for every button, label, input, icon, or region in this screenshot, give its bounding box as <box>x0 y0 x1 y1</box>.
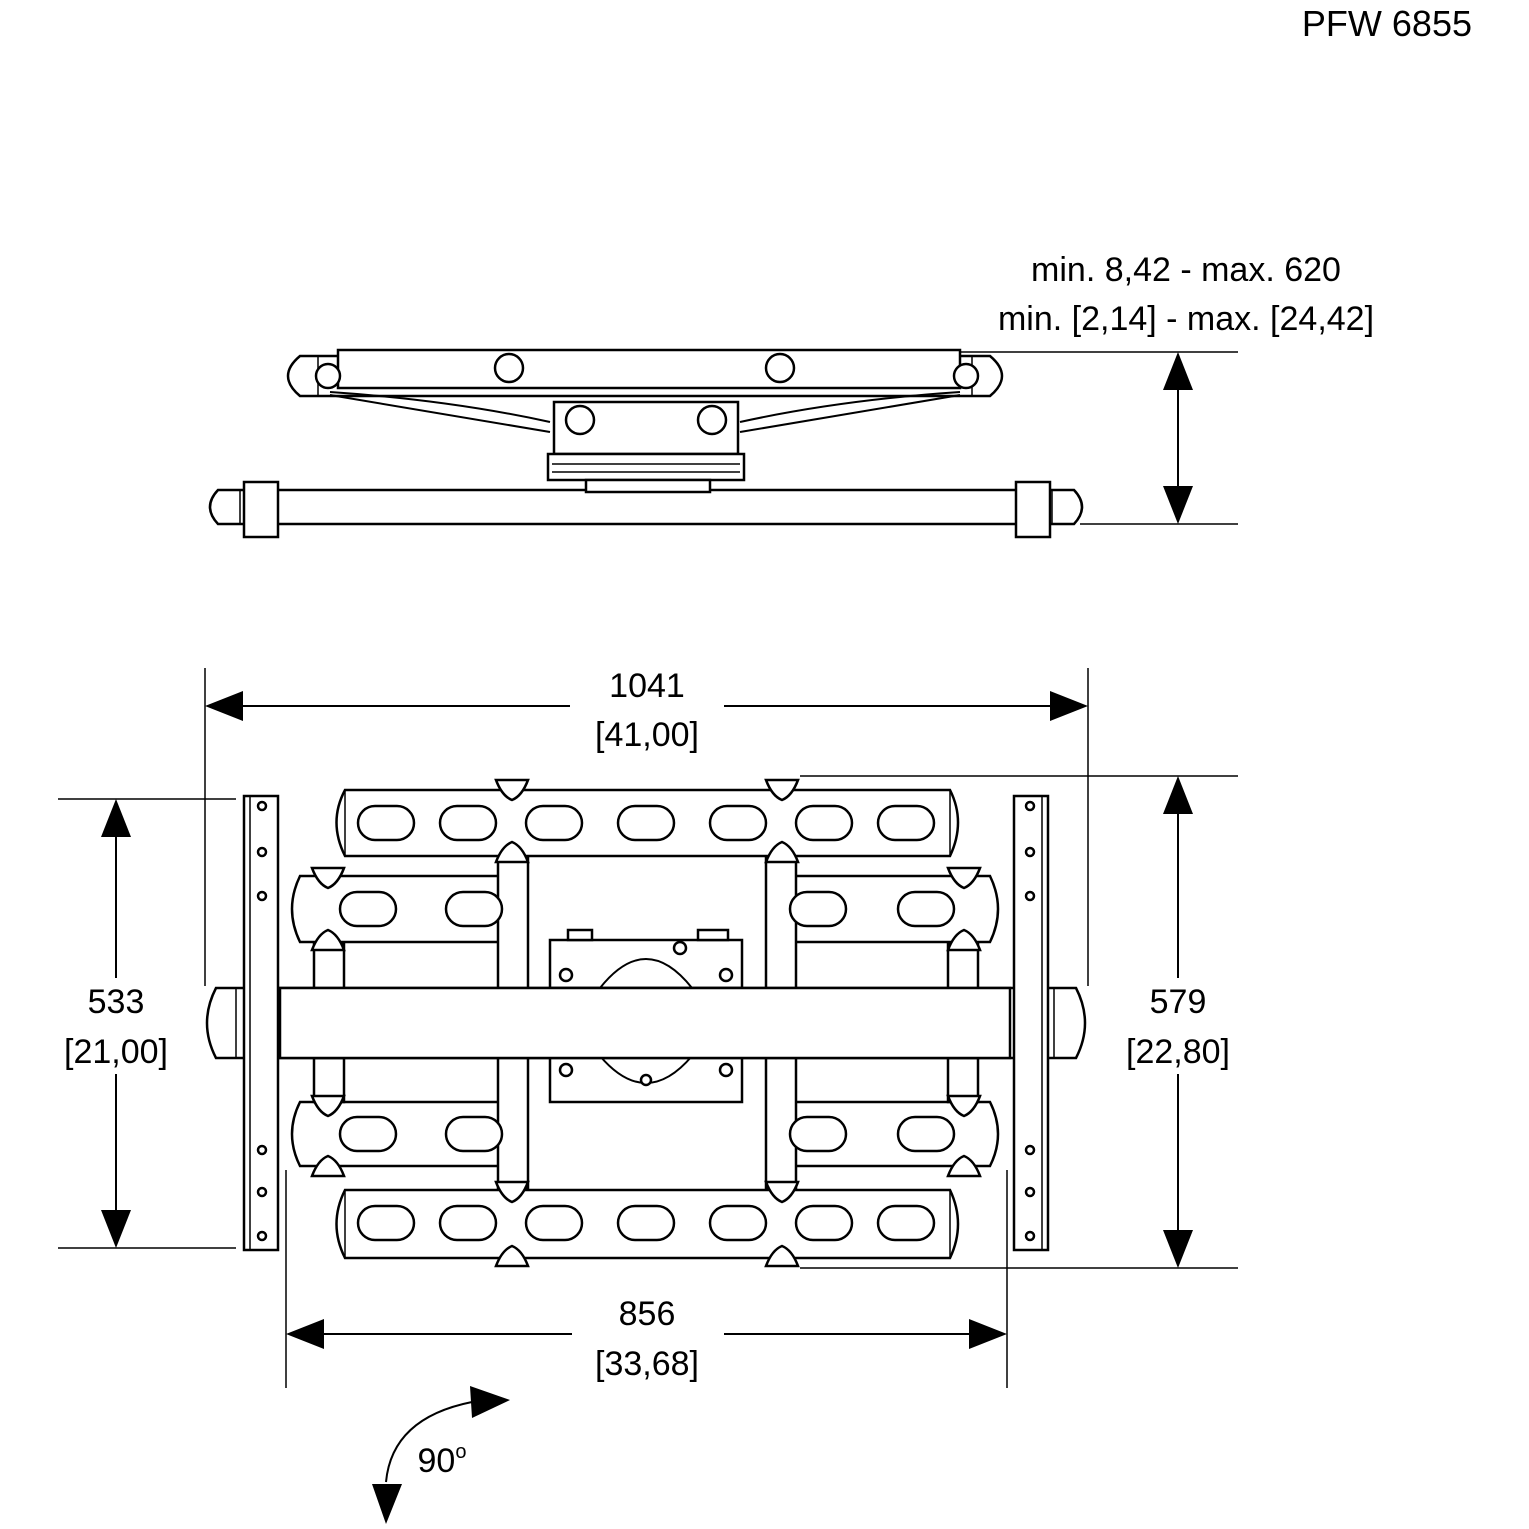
slot <box>876 1204 936 1242</box>
joint-cap <box>946 1154 982 1178</box>
rotation-unit: o <box>455 1441 466 1463</box>
joint-cap <box>764 778 800 802</box>
rail-width-inch: [33,68] <box>595 1345 699 1383</box>
joint-cap <box>764 840 800 864</box>
top-view-arm-bar <box>286 348 1004 494</box>
joint-cap <box>946 866 982 890</box>
slot <box>708 1204 768 1242</box>
rail-height-dimension <box>101 799 131 1248</box>
slot <box>438 1204 498 1242</box>
rotation-label: 90o <box>418 1441 467 1480</box>
slot <box>896 890 956 928</box>
rail-holes <box>256 800 1036 1242</box>
overall-height-inch: [22,80] <box>1126 1033 1230 1071</box>
depth-dimension <box>960 351 1238 525</box>
top-view: min. 8,42 - max. 620 min. [2,14] - max. … <box>208 251 1374 539</box>
joint-cap <box>494 1244 530 1268</box>
right-vertical-rail <box>1012 794 1050 1252</box>
joint-cap <box>764 1244 800 1268</box>
arm-joints <box>310 778 982 1268</box>
rail-hole <box>1024 1230 1036 1242</box>
depth-label-mm: min. 8,42 - max. 620 <box>1031 251 1341 289</box>
slot <box>788 1115 848 1153</box>
slot <box>338 890 398 928</box>
joint-cap <box>494 778 530 802</box>
joint-cap <box>310 866 346 890</box>
model-number: PFW 6855 <box>1302 3 1472 44</box>
joint-cap <box>494 840 530 864</box>
joint-cap <box>494 1180 530 1204</box>
extension-lines <box>58 668 1238 1388</box>
joint-cap <box>310 1154 346 1178</box>
rail-hole <box>1024 846 1036 858</box>
front-view: 1041 [41,00] 856 [33,68] 533 [21,00] 579 <box>58 667 1238 1524</box>
rail-height-inch: [21,00] <box>64 1033 168 1071</box>
slot <box>438 804 498 842</box>
slot <box>524 804 584 842</box>
rail-hole <box>256 1230 268 1242</box>
slot <box>356 804 416 842</box>
rail-hole <box>256 890 268 902</box>
slot <box>338 1115 398 1153</box>
slot <box>708 804 768 842</box>
slot <box>794 1204 854 1242</box>
joint-cap <box>946 1094 982 1118</box>
top-view-wall-rail <box>208 480 1084 539</box>
rail-hole <box>1024 890 1036 902</box>
rail-height-mm: 533 <box>88 983 145 1021</box>
central-wall-bar <box>205 986 1087 1060</box>
left-vertical-rail <box>242 794 280 1252</box>
rail-hole <box>256 846 268 858</box>
overall-width-inch: [41,00] <box>595 716 699 754</box>
rail-width-mm: 856 <box>619 1295 676 1333</box>
joint-cap <box>764 1180 800 1204</box>
slot <box>896 1115 956 1153</box>
overall-height-dimension <box>1163 776 1193 1268</box>
slot <box>356 1204 416 1242</box>
slot <box>794 804 854 842</box>
overall-width-dimension <box>205 691 1088 721</box>
slot <box>444 890 504 928</box>
rail-hole <box>1024 1144 1036 1156</box>
rail-hole <box>1024 800 1036 812</box>
joint-cap <box>310 928 346 952</box>
slot <box>616 804 676 842</box>
slot <box>788 890 848 928</box>
overall-height-mm: 579 <box>1150 983 1207 1021</box>
overall-width-mm: 1041 <box>609 667 685 705</box>
slot <box>524 1204 584 1242</box>
slot <box>616 1204 676 1242</box>
depth-label-inch: min. [2,14] - max. [24,42] <box>998 300 1374 338</box>
rail-hole <box>256 1144 268 1156</box>
arm-slots <box>338 804 956 1242</box>
slot <box>444 1115 504 1153</box>
joint-cap <box>946 928 982 952</box>
rail-hole <box>256 800 268 812</box>
rail-width-dimension <box>286 1319 1007 1349</box>
rail-hole <box>256 1186 268 1198</box>
joint-cap <box>310 1094 346 1118</box>
rotation-arrow-icon <box>372 1386 510 1524</box>
rail-hole <box>1024 1186 1036 1198</box>
slot <box>876 804 936 842</box>
